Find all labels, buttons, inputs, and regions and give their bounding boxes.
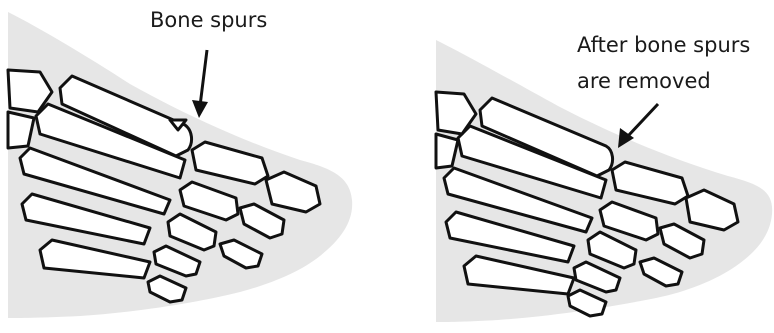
label-after-line-2: are removed [577, 69, 711, 94]
foot-before-surgery [8, 12, 352, 318]
label-bone-spurs: Bone spurs [150, 8, 267, 33]
arrowhead-left [192, 100, 208, 118]
label-after-line-1: After bone spurs [577, 33, 750, 58]
arrow-to-bone-spur [200, 50, 207, 106]
tarsal-bones-2 [8, 112, 34, 148]
arrow-to-removed-spur [628, 104, 658, 136]
